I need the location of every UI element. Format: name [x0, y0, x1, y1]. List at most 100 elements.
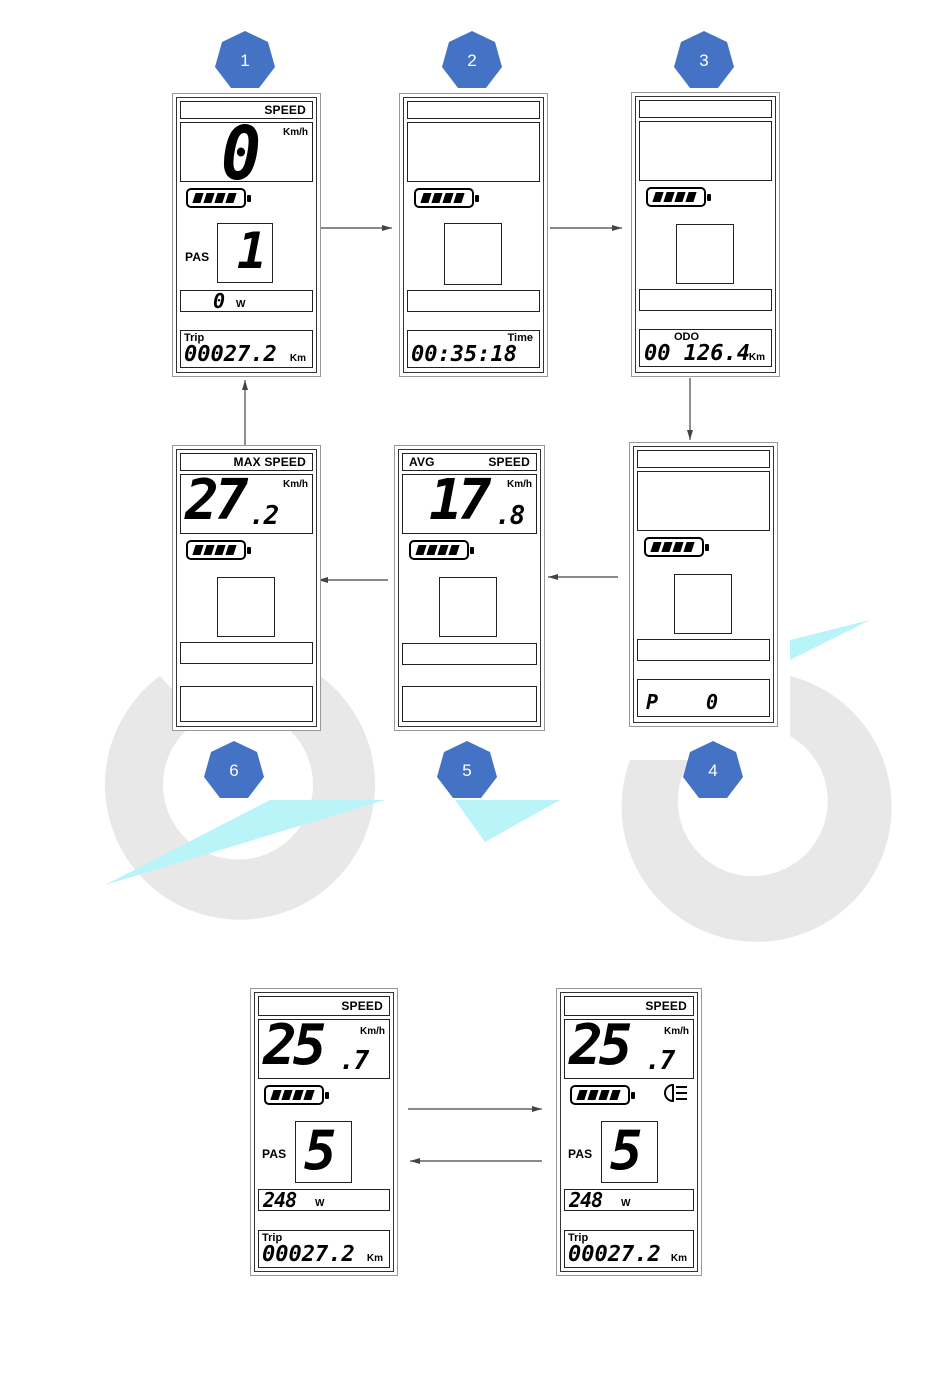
lcd-screen-2: Time 00:35:18 — [403, 97, 544, 373]
time-area: Time 00:35:18 — [407, 330, 540, 368]
power-bar — [402, 643, 537, 665]
pas-box — [444, 223, 502, 285]
power-value: 0 — [213, 291, 224, 311]
pas-box — [217, 577, 275, 637]
step-badge-6: 6 — [203, 740, 265, 802]
p-value: 0 — [706, 692, 717, 712]
speed-value: 25 — [569, 1018, 628, 1074]
pas-box: 5 — [295, 1121, 352, 1183]
power-unit: W — [621, 1198, 630, 1209]
speed-area: 25 .7 Km/h — [258, 1019, 390, 1079]
header-bar — [639, 100, 772, 118]
step-badge-2: 2 — [441, 30, 503, 92]
pas-box: 5 — [601, 1121, 658, 1183]
step-badge-3: 3 — [673, 30, 735, 92]
speed-area — [407, 122, 540, 182]
speed-area — [637, 471, 770, 531]
pas-box — [439, 577, 497, 637]
header-label-right: SPEED — [488, 455, 530, 469]
speed-unit: Km/h — [507, 479, 532, 490]
header-label: MAX SPEED — [234, 455, 306, 469]
pas-box: 1 — [217, 223, 273, 283]
power-bar — [639, 289, 772, 311]
p-label: P — [646, 692, 657, 712]
speed-unit: Km/h — [283, 127, 308, 138]
trip-area: Trip 00027.2 Km — [258, 1230, 390, 1268]
odo-value: 00 126.4 — [644, 343, 750, 365]
watermark-center-wing — [455, 800, 560, 842]
pas-box — [676, 224, 734, 284]
power-bar: 248 W — [564, 1189, 694, 1211]
pas-value: 1 — [237, 226, 266, 276]
step-badge-5: 5 — [436, 740, 498, 802]
pas-box — [674, 574, 732, 634]
speed-decimal: .8 — [495, 503, 524, 529]
power-unit: W — [236, 299, 245, 310]
step-badge-4: 4 — [682, 740, 744, 802]
trip-value: 00027.2 — [184, 344, 277, 366]
speed-area: 25 .7 Km/h — [564, 1019, 694, 1079]
step-number: 5 — [462, 761, 471, 781]
header-label-left: AVG — [409, 455, 435, 469]
p-area: P 0 — [637, 679, 770, 717]
lcd-screen-1: SPEED 0 Km/h PAS 1 0 W Trip 00027.2 Km — [176, 97, 317, 373]
power-bar — [407, 290, 540, 312]
trip-area: Trip 00027.2 Km — [180, 330, 313, 368]
battery-icon — [264, 1085, 324, 1105]
trip-unit: Km — [367, 1253, 383, 1264]
speed-unit: Km/h — [283, 479, 308, 490]
pas-label: PAS — [568, 1147, 592, 1161]
speed-decimal: .2 — [249, 503, 278, 529]
trip-area — [402, 686, 537, 722]
speed-area — [639, 121, 772, 181]
header-bar — [407, 101, 540, 119]
power-bar — [180, 642, 313, 664]
lcd-screen-light-on: SPEED 25 .7 Km/h PAS 5 248 W Trip 00027.… — [560, 992, 698, 1272]
pas-label: PAS — [185, 250, 209, 264]
speed-decimal: .7 — [339, 1048, 368, 1074]
time-value: 00:35:18 — [411, 344, 517, 366]
power-bar: 248 W — [258, 1189, 390, 1211]
trip-value: 00027.2 — [568, 1244, 661, 1266]
power-bar — [637, 639, 770, 661]
trip-value: 00027.2 — [262, 1244, 355, 1266]
speed-unit: Km/h — [664, 1026, 689, 1037]
step-number: 6 — [229, 761, 238, 781]
battery-icon — [570, 1085, 630, 1105]
battery-icon — [409, 540, 469, 560]
battery-icon — [414, 188, 474, 208]
power-bar: 0 W — [180, 290, 313, 312]
power-unit: W — [315, 1198, 324, 1209]
trip-unit: Km — [290, 353, 306, 364]
power-value: 248 — [569, 1190, 602, 1210]
lcd-screen-3: ODO 00 126.4 Km — [635, 96, 776, 373]
odo-area: ODO 00 126.4 Km — [639, 329, 772, 367]
battery-icon — [186, 540, 246, 560]
battery-icon — [646, 187, 706, 207]
header-bar — [637, 450, 770, 468]
battery-icon — [186, 188, 246, 208]
speed-area: 17 .8 Km/h — [402, 474, 537, 534]
speed-value: 0 — [221, 117, 256, 191]
trip-unit: Km — [671, 1253, 687, 1264]
pas-value: 5 — [610, 1124, 642, 1178]
battery-icon — [644, 537, 704, 557]
watermark-right-wing — [790, 620, 870, 660]
lcd-screen-6: MAX SPEED 27 .2 Km/h — [176, 449, 317, 727]
header-label: SPEED — [264, 103, 306, 117]
speed-area: 27 .2 Km/h — [180, 474, 313, 534]
odo-unit: Km — [749, 352, 765, 363]
step-badge-1: 1 — [214, 30, 276, 92]
pas-value: 5 — [304, 1124, 336, 1178]
trip-area — [180, 686, 313, 722]
speed-unit: Km/h — [360, 1026, 385, 1037]
step-number: 2 — [467, 51, 476, 71]
pas-label: PAS — [262, 1147, 286, 1161]
headlight-icon — [663, 1083, 689, 1103]
lcd-screen-5: AVG SPEED 17 .8 Km/h — [398, 449, 541, 727]
header-label: SPEED — [645, 999, 687, 1013]
trip-area: Trip 00027.2 Km — [564, 1230, 694, 1268]
speed-decimal: .7 — [645, 1048, 674, 1074]
lcd-screen-light-off: SPEED 25 .7 Km/h PAS 5 248 W Trip 00027.… — [254, 992, 394, 1272]
speed-value: 27 — [185, 473, 244, 529]
